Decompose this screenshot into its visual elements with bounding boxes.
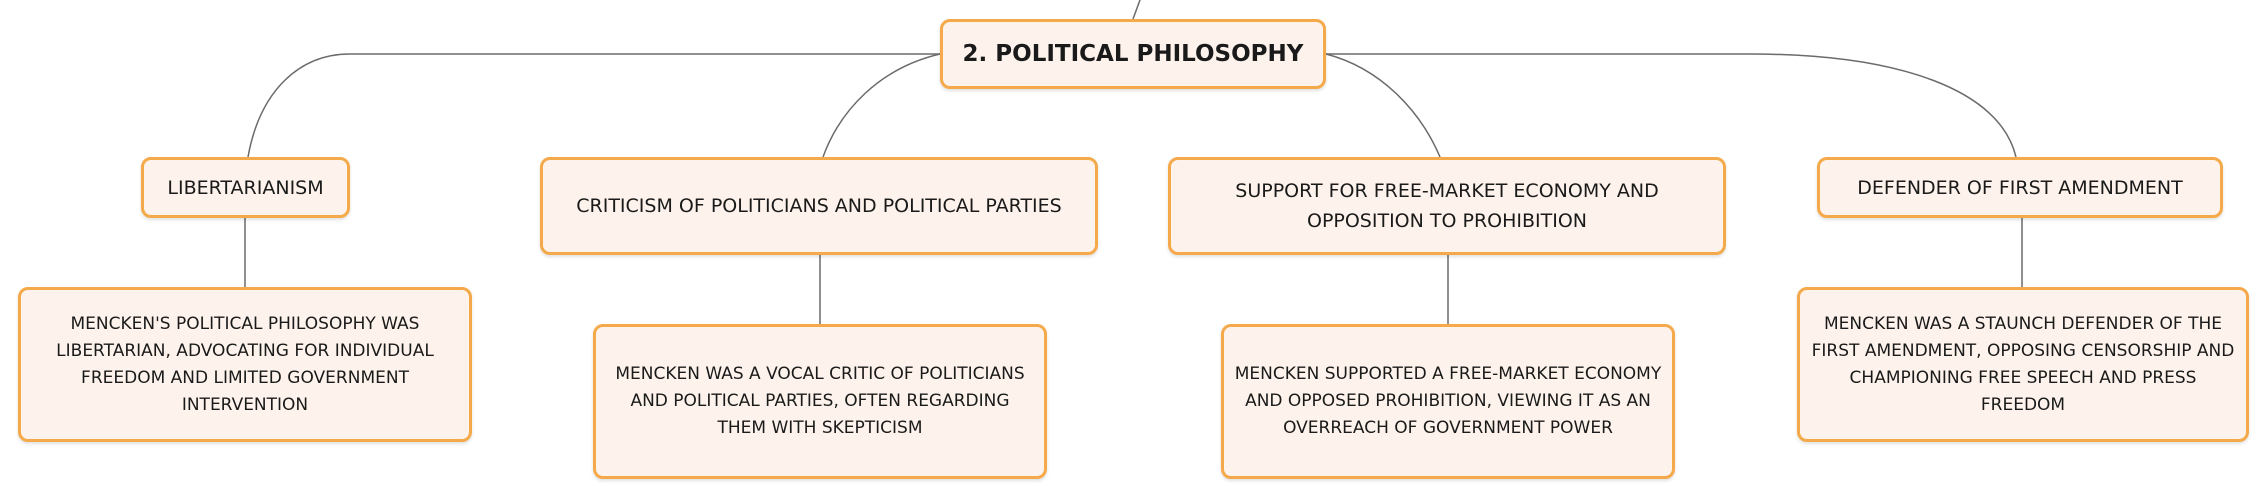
connector-parent	[1132, 0, 1141, 20]
topic-node-label: DEFENDER OF FIRST AMENDMENT	[1857, 176, 2183, 199]
detail-node-libertarianism[interactable]: MENCKEN'S POLITICAL PHILOSOPHY WAS LIBER…	[18, 287, 472, 442]
topic-node-first-amendment[interactable]: DEFENDER OF FIRST AMENDMENT	[1817, 157, 2223, 218]
detail-node-text: MENCKEN WAS A STAUNCH DEFENDER OF THE FI…	[1811, 313, 2235, 415]
topic-node-label: CRITICISM OF POLITICIANS AND POLITICAL P…	[576, 195, 1062, 217]
topic-node-libertarianism[interactable]: LIBERTARIANISM	[141, 157, 350, 218]
root-node-label: 2. POLITICAL PHILOSOPHY	[962, 41, 1304, 67]
detail-node-first-amendment[interactable]: MENCKEN WAS A STAUNCH DEFENDER OF THE FI…	[1797, 287, 2249, 442]
topic-node-label: SUPPORT FOR FREE-MARKET ECONOMY AND OPPO…	[1235, 180, 1659, 232]
detail-node-text: MENCKEN'S POLITICAL PHILOSOPHY WAS LIBER…	[56, 313, 434, 415]
connector-root-libertarianism	[247, 53, 940, 158]
detail-node-free-market-and-prohibition[interactable]: MENCKEN SUPPORTED A FREE-MARKET ECONOMY …	[1221, 324, 1675, 479]
connector-root-free-market	[1325, 53, 1441, 158]
topic-node-free-market-and-prohibition[interactable]: SUPPORT FOR FREE-MARKET ECONOMY AND OPPO…	[1168, 157, 1726, 255]
topic-node-label: LIBERTARIANISM	[167, 176, 324, 199]
detail-node-criticism-of-politicians[interactable]: MENCKEN WAS A VOCAL CRITIC OF POLITICIAN…	[593, 324, 1047, 479]
topic-node-criticism-of-politicians[interactable]: CRITICISM OF POLITICIANS AND POLITICAL P…	[540, 157, 1098, 255]
connector-root-first-amendment	[1326, 53, 2017, 158]
connector-root-criticism	[822, 53, 941, 158]
root-node-political-philosophy[interactable]: 2. POLITICAL PHILOSOPHY	[940, 19, 1326, 89]
detail-node-text: MENCKEN SUPPORTED A FREE-MARKET ECONOMY …	[1234, 364, 1662, 438]
detail-node-text: MENCKEN WAS A VOCAL CRITIC OF POLITICIAN…	[615, 364, 1025, 438]
